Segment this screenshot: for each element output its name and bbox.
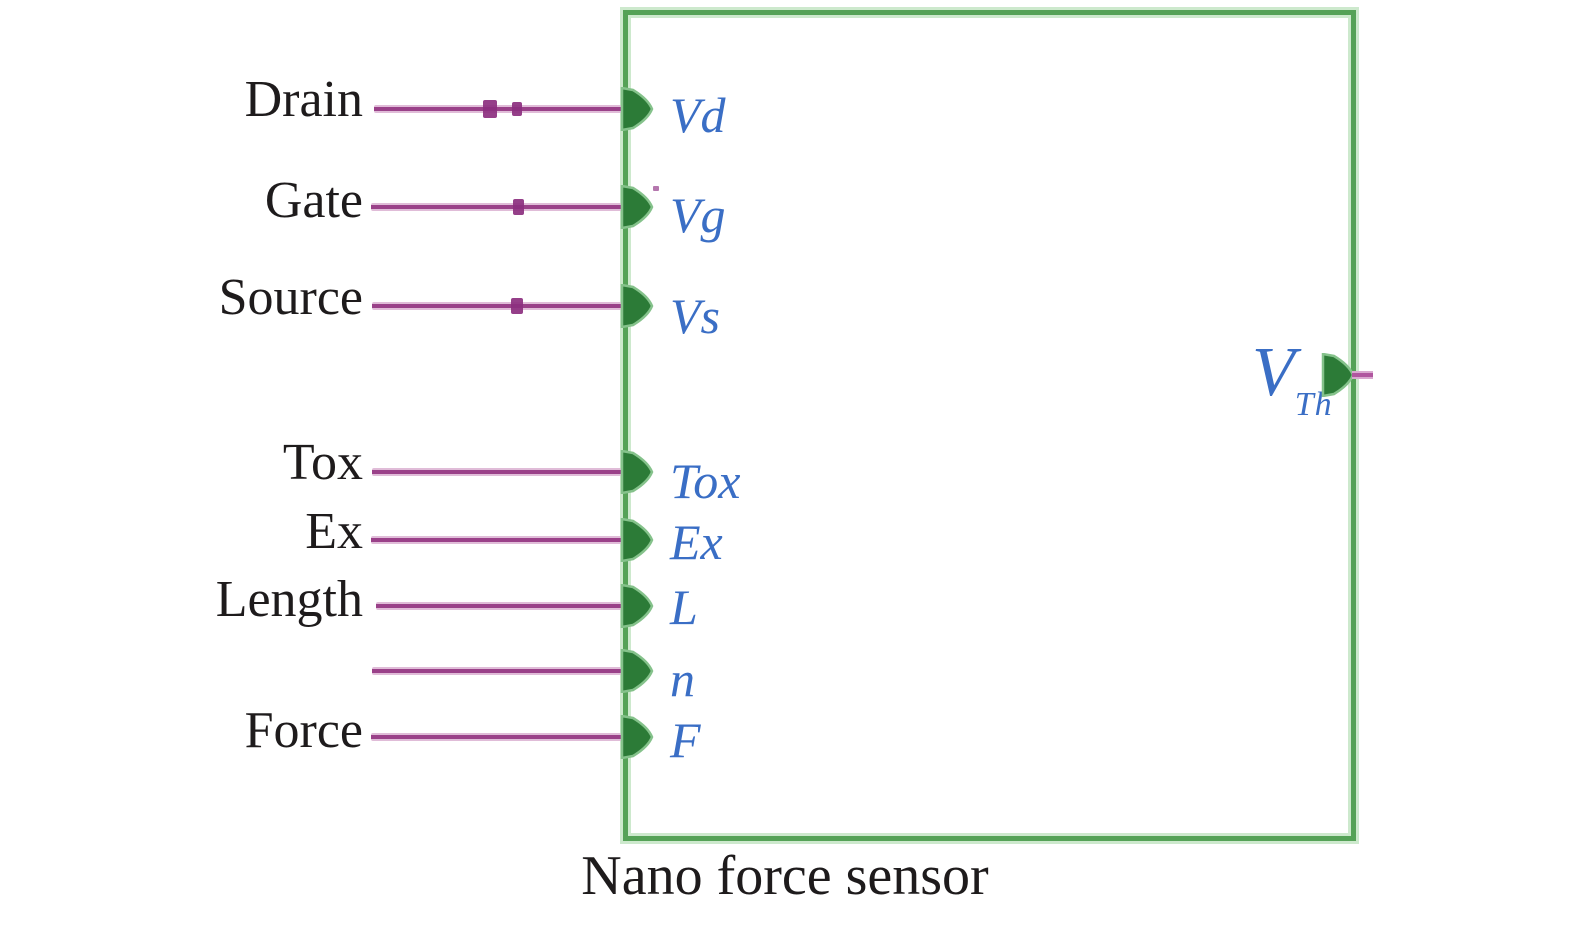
input-port-f-icon[interactable] [620,715,654,759]
port-label-l: L [670,579,698,635]
wire-joint-marker [511,298,523,314]
port-label-tox: Tox [670,453,741,509]
input-port-tox-icon[interactable] [620,450,654,494]
wire-n[interactable] [372,667,627,675]
port-label-vd: Vd [670,87,726,143]
input-label-drain: Drain [244,71,363,128]
wire-drain[interactable] [374,105,627,113]
block-caption: Nano force sensor [581,845,989,907]
input-label-source: Source [218,269,363,326]
input-label-ex: Ex [305,503,363,560]
input-label-force: Force [244,702,363,759]
input-label-length: Length [215,571,363,628]
port-label-vg: Vg [670,187,726,243]
wire-gate[interactable] [371,203,627,211]
port-label-f: F [670,712,701,768]
wire-joint-marker [483,100,497,118]
wire-joint-marker [513,199,524,215]
wire-joint-marker [512,102,522,116]
output-label-main: V [1252,334,1295,411]
port-label-ex: Ex [670,514,723,570]
wire-source[interactable] [372,302,627,310]
wire-force[interactable] [371,733,627,741]
input-label-tox: Tox [282,434,363,491]
wire-speck [653,186,659,191]
input-port-n-icon[interactable] [620,649,654,693]
input-port-vd-icon[interactable] [620,87,654,131]
input-port-vs-icon[interactable] [620,284,654,328]
output-wire-stub[interactable] [1352,371,1373,379]
input-label-gate: Gate [264,172,363,229]
input-port-vg-icon[interactable] [620,185,654,229]
wire-length[interactable] [376,602,627,610]
port-label-n: n [670,651,695,707]
input-port-ex-icon[interactable] [620,518,654,562]
port-label-vs: Vs [670,288,720,344]
output-port-vth-icon[interactable] [1320,353,1356,397]
sensor-block[interactable] [623,10,1356,841]
wire-ex[interactable] [371,536,627,544]
input-port-l-icon[interactable] [620,584,654,628]
wire-tox[interactable] [372,468,627,476]
